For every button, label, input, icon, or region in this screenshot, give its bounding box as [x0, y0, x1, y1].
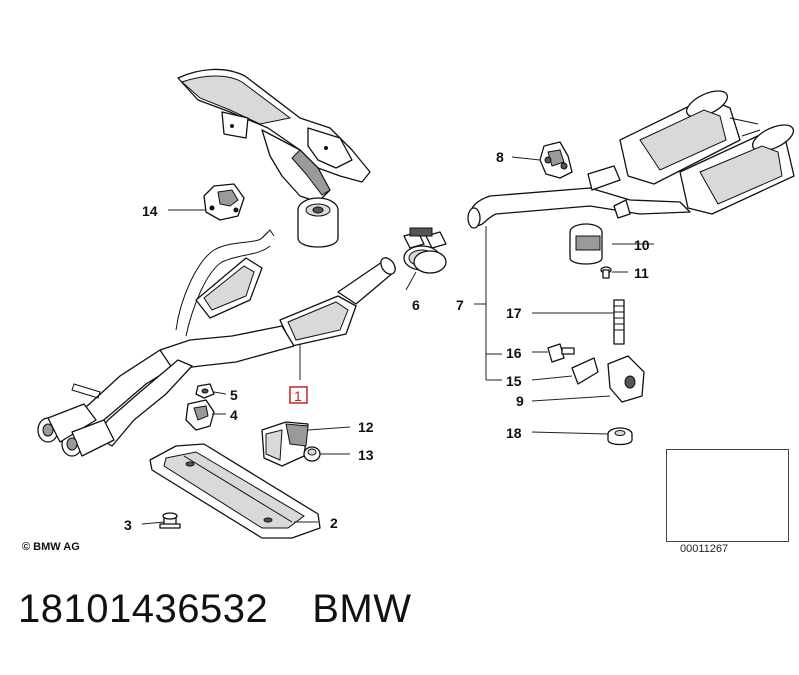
callout-5: 5	[230, 387, 238, 403]
nut-5	[195, 383, 215, 399]
hanger-9	[607, 355, 645, 403]
callout-8: 8	[496, 149, 504, 165]
bracket-8	[539, 141, 573, 179]
callout-18: 18	[506, 425, 522, 441]
callout-1: 1	[294, 388, 302, 404]
callout-14: 14	[142, 203, 158, 219]
bracket-4	[185, 399, 215, 431]
bolt-16	[547, 343, 575, 363]
callout-10: 10	[634, 237, 650, 253]
car-thumbnail-frame	[666, 449, 789, 542]
clamp-6	[403, 227, 447, 274]
callout-9: 9	[516, 393, 524, 409]
rear-silencer-assembly	[467, 90, 795, 229]
manifold-heat-shield	[177, 68, 371, 248]
callout-17: 17	[506, 305, 522, 321]
callout-11: 11	[634, 265, 649, 281]
callout-12: 12	[358, 419, 374, 435]
nut-18	[607, 427, 633, 446]
plate-15	[571, 357, 599, 385]
shield-plate-2	[149, 443, 321, 539]
stud-17	[613, 299, 625, 345]
mount-10	[569, 199, 631, 265]
leader-lines	[141, 156, 654, 525]
thumbnail-code: 00011267	[680, 543, 729, 555]
front-pipe-assembly	[37, 229, 396, 457]
callout-7: 7	[456, 297, 464, 313]
callout-1-highlight-box	[289, 386, 308, 404]
callout-15: 15	[506, 373, 522, 389]
bracket-14	[203, 183, 245, 221]
callout-labels: 1 2 3 4 5 6 7 8 9 10 11 12 13 14 15 16 1…	[124, 149, 650, 533]
bolt-3	[159, 512, 181, 529]
brand-name: BMW	[312, 587, 412, 631]
rubber-block-12	[261, 421, 309, 467]
bolt-11	[600, 266, 612, 279]
callout-4: 4	[230, 407, 238, 423]
nut-13	[303, 446, 321, 462]
footer-caption: 18101436532 BMW	[18, 587, 411, 632]
part-number: 18101436532	[18, 587, 269, 631]
callout-16: 16	[506, 345, 522, 361]
copyright-label: © BMW AG	[22, 541, 80, 553]
callout-6: 6	[412, 297, 420, 313]
callout-13: 13	[358, 447, 374, 463]
callout-2: 2	[330, 515, 338, 531]
callout-3: 3	[124, 517, 132, 533]
